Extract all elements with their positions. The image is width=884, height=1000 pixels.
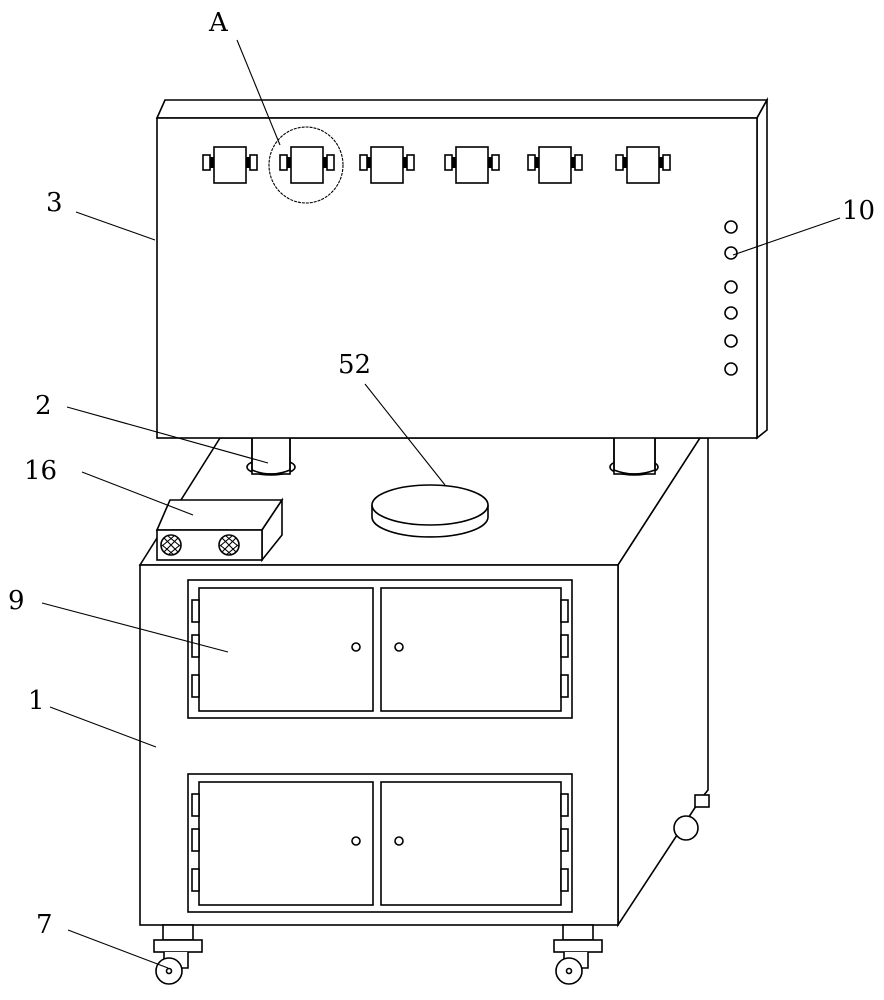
door-knob[interactable] bbox=[351, 642, 361, 652]
label-speaker-box: 16 bbox=[24, 456, 58, 486]
door-knob[interactable] bbox=[394, 836, 404, 846]
caster-wheel bbox=[553, 924, 603, 985]
post-left bbox=[246, 435, 296, 476]
rear-wheel bbox=[673, 794, 710, 841]
post-right bbox=[609, 435, 659, 476]
drawer-row bbox=[187, 579, 573, 719]
control-button[interactable] bbox=[724, 280, 738, 294]
label-drawer: 9 bbox=[8, 586, 25, 616]
cabinet-door[interactable] bbox=[380, 587, 562, 712]
control-button[interactable] bbox=[724, 246, 738, 260]
cabinet-door[interactable] bbox=[198, 781, 374, 906]
label-buttons: 10 bbox=[842, 196, 876, 226]
control-button[interactable] bbox=[724, 362, 738, 376]
label-post: 2 bbox=[35, 391, 52, 421]
control-button[interactable] bbox=[724, 220, 738, 234]
label-wheel: 7 bbox=[36, 910, 53, 940]
caster-wheel bbox=[153, 924, 203, 985]
clamp-module bbox=[615, 146, 671, 184]
clamp-module bbox=[444, 146, 500, 184]
door-knob[interactable] bbox=[351, 836, 361, 846]
clamp-module bbox=[202, 146, 258, 184]
door-knob[interactable] bbox=[394, 642, 404, 652]
leader-lines bbox=[41, 39, 841, 969]
speaker-box bbox=[155, 497, 284, 563]
label-disc: 52 bbox=[338, 350, 372, 380]
detail-a-circle bbox=[268, 126, 344, 204]
disc bbox=[371, 484, 489, 538]
control-button[interactable] bbox=[724, 306, 738, 320]
clamp-module bbox=[359, 146, 415, 184]
clamp-module bbox=[527, 146, 583, 184]
clamp-module bbox=[279, 146, 335, 184]
control-button[interactable] bbox=[724, 334, 738, 348]
label-panel: 3 bbox=[46, 188, 63, 218]
cabinet-door[interactable] bbox=[380, 781, 562, 906]
drawer-row bbox=[187, 773, 573, 913]
cabinet-door[interactable] bbox=[198, 587, 374, 712]
label-detail-a: A bbox=[209, 8, 228, 38]
label-cabinet: 1 bbox=[28, 686, 45, 716]
